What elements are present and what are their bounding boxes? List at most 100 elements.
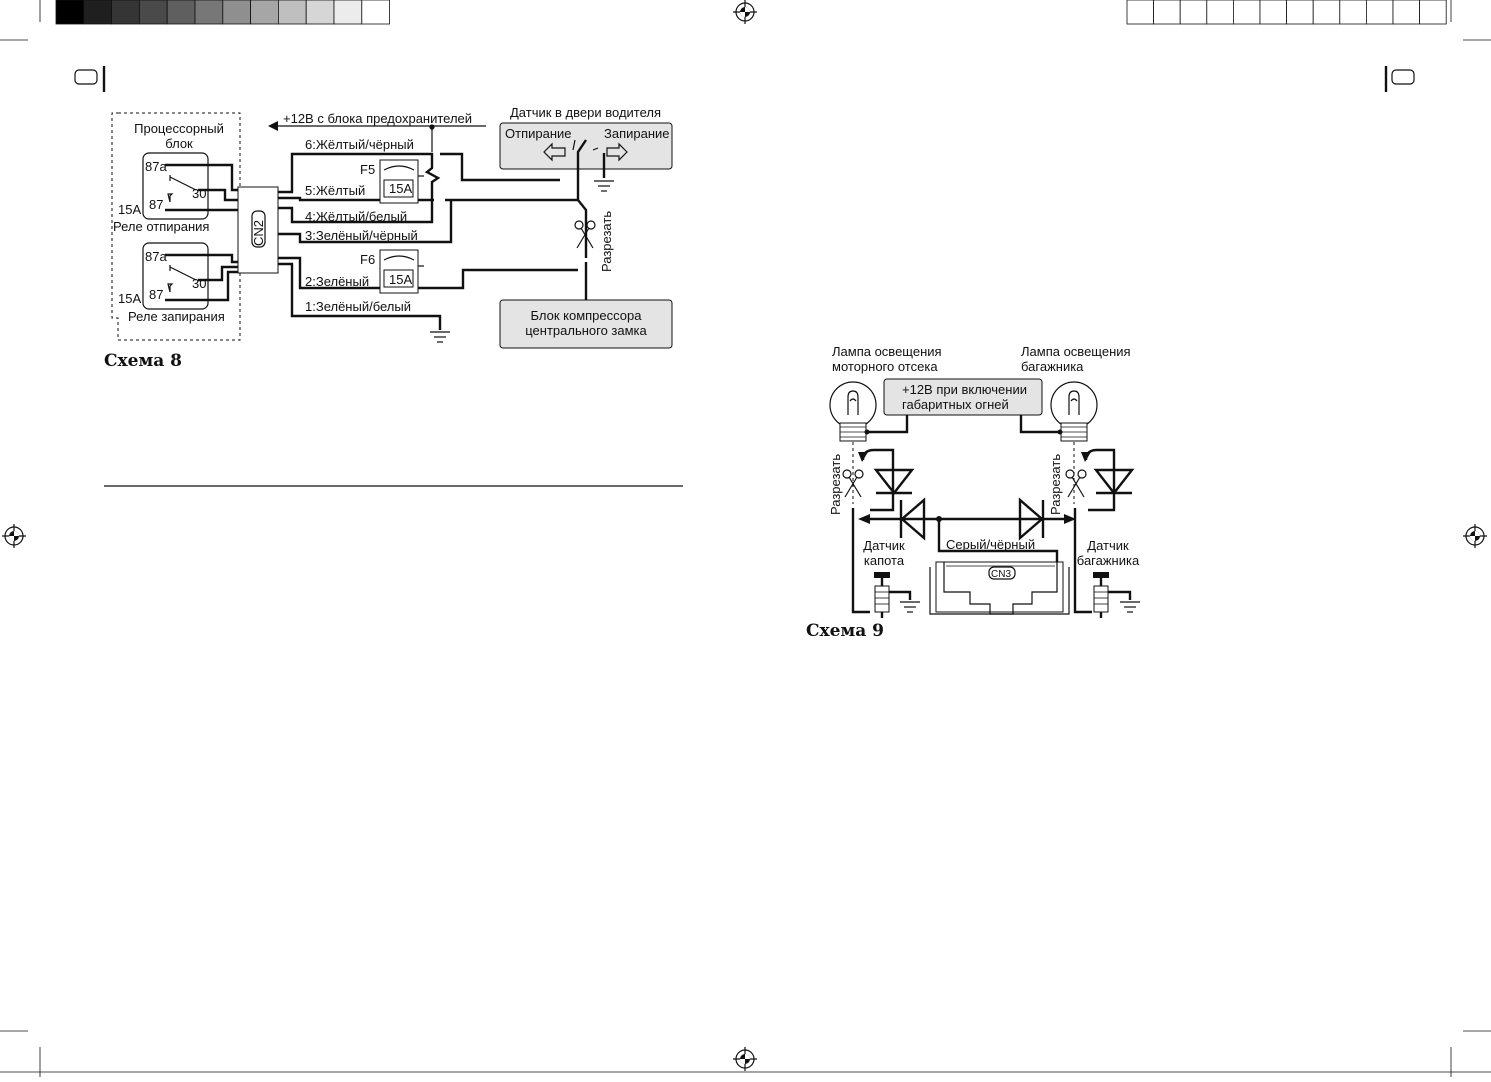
calibration-swatch (305, 0, 335, 25)
relay-lock-label: Реле запирания (128, 309, 225, 324)
registration-mark-icon (2, 524, 26, 548)
ground-icon (594, 180, 614, 192)
fuse-f6: F6 15A (360, 249, 424, 294)
calibration-swatch (222, 0, 252, 25)
processor-unit-outline (111, 112, 241, 341)
door-sensor-box (499, 122, 673, 170)
door-sensor-unlock: Отпирание (505, 126, 572, 141)
calibration-swatch (166, 0, 196, 25)
calibration-cell (1179, 0, 1208, 25)
relay-lock-87a: 87a (145, 249, 167, 264)
page-tab-right (1384, 66, 1415, 92)
arrow-left-icon (1081, 452, 1091, 462)
fuse-f6-rating: 15A (389, 272, 412, 287)
relay-lock-30: 30 (192, 276, 206, 291)
relay-unlock-30: 30 (192, 186, 206, 201)
arrow-left-icon (543, 142, 566, 162)
cn2-connector (237, 186, 279, 274)
scheme-9-caption: Схема 9 (806, 621, 884, 641)
scissors-icon (1065, 469, 1087, 498)
hood-switch-icon (874, 572, 890, 618)
arrow-right-icon (1064, 514, 1076, 524)
diode-icon (899, 497, 926, 541)
hood-switch-icon (1093, 572, 1109, 618)
relay-lock: 87a 30 87 15A Реле запирания (118, 249, 225, 324)
relay-unlock: 87a 30 87 15A Реле отпирания (113, 159, 209, 234)
calibration-swatch (83, 0, 113, 25)
color-calibration-bar (55, 0, 390, 25)
calibration-swatch (277, 0, 307, 25)
door-sensor-title: Датчик в двери водителя (510, 105, 661, 120)
grid-calibration-bar (1126, 0, 1447, 25)
diode-icon (873, 468, 915, 495)
scheme-8-caption: Схема 8 (104, 351, 182, 371)
scissors-icon (842, 469, 864, 498)
calibration-cell (1419, 0, 1447, 25)
cut-left-label: Разрезать (828, 454, 843, 515)
calibration-cell (1206, 0, 1234, 25)
calibration-cell (1366, 0, 1394, 25)
cut-label: Разрезать (599, 211, 614, 272)
wire-5-label: 5:Жёлтый (305, 183, 365, 198)
cn3-label: CN3 (991, 569, 1011, 580)
wire-2-label: 2:Зелёный (305, 274, 369, 289)
calibration-cell (1392, 0, 1421, 25)
relay-unlock-rating: 15A (118, 202, 141, 217)
calibration-swatch (194, 0, 224, 25)
arrow-left-icon (858, 514, 870, 524)
page-tab-left (74, 66, 106, 92)
ground-icon (900, 601, 920, 613)
calibration-cell (1312, 0, 1341, 25)
parking-lights-box (883, 378, 1043, 416)
calibration-swatch (55, 0, 85, 25)
cn2-label: CN2 (251, 220, 266, 246)
relay-lock-rating: 15A (118, 291, 141, 306)
wire-gray-black-label: Серый/чёрный (946, 537, 1035, 552)
lamp-icon (1050, 381, 1098, 442)
cn3-connector: CN3 (929, 561, 1070, 615)
diode-icon (1093, 468, 1135, 495)
diode-icon (1018, 497, 1045, 541)
compressor-box (499, 299, 673, 349)
registration-mark-icon (733, 1047, 757, 1071)
cut-right-label: Разрезать (1048, 454, 1063, 515)
calibration-swatch (111, 0, 140, 25)
door-sensor-lock: Запирание (604, 126, 670, 141)
calibration-cell (1339, 0, 1367, 25)
wire-1-label: 1:Зелёный/белый (305, 299, 411, 314)
ground-icon (430, 331, 450, 343)
relay-lock-box (142, 242, 209, 310)
calibration-swatch (361, 0, 390, 25)
calibration-cell (1153, 0, 1181, 25)
wire-4-label: 4:Жёлтый/белый (305, 209, 407, 224)
registration-mark-icon (1463, 524, 1487, 548)
arrow-left-icon (858, 452, 868, 462)
registration-mark-icon (733, 0, 757, 24)
scissors-icon (574, 220, 596, 249)
calibration-cell (1233, 0, 1261, 25)
relay-unlock-label: Реле отпирания (113, 219, 209, 234)
arrow-right-icon (606, 142, 628, 162)
calibration-swatch (333, 0, 363, 25)
calibration-cell (1286, 0, 1314, 25)
relay-unlock-87a: 87a (145, 159, 167, 174)
relay-unlock-box (142, 152, 209, 220)
calibration-swatch (138, 0, 168, 25)
plus12-fuse-box-label: +12В с блока предохранителей (283, 111, 472, 126)
wire-6-label: 6:Жёлтый/чёрный (305, 137, 414, 152)
fuse-f5-name: F5 (360, 162, 375, 177)
lamp-icon (829, 381, 877, 442)
fuse-f5-rating: 15A (389, 181, 412, 196)
arrow-left-icon (268, 121, 278, 131)
ground-icon (1120, 601, 1140, 613)
